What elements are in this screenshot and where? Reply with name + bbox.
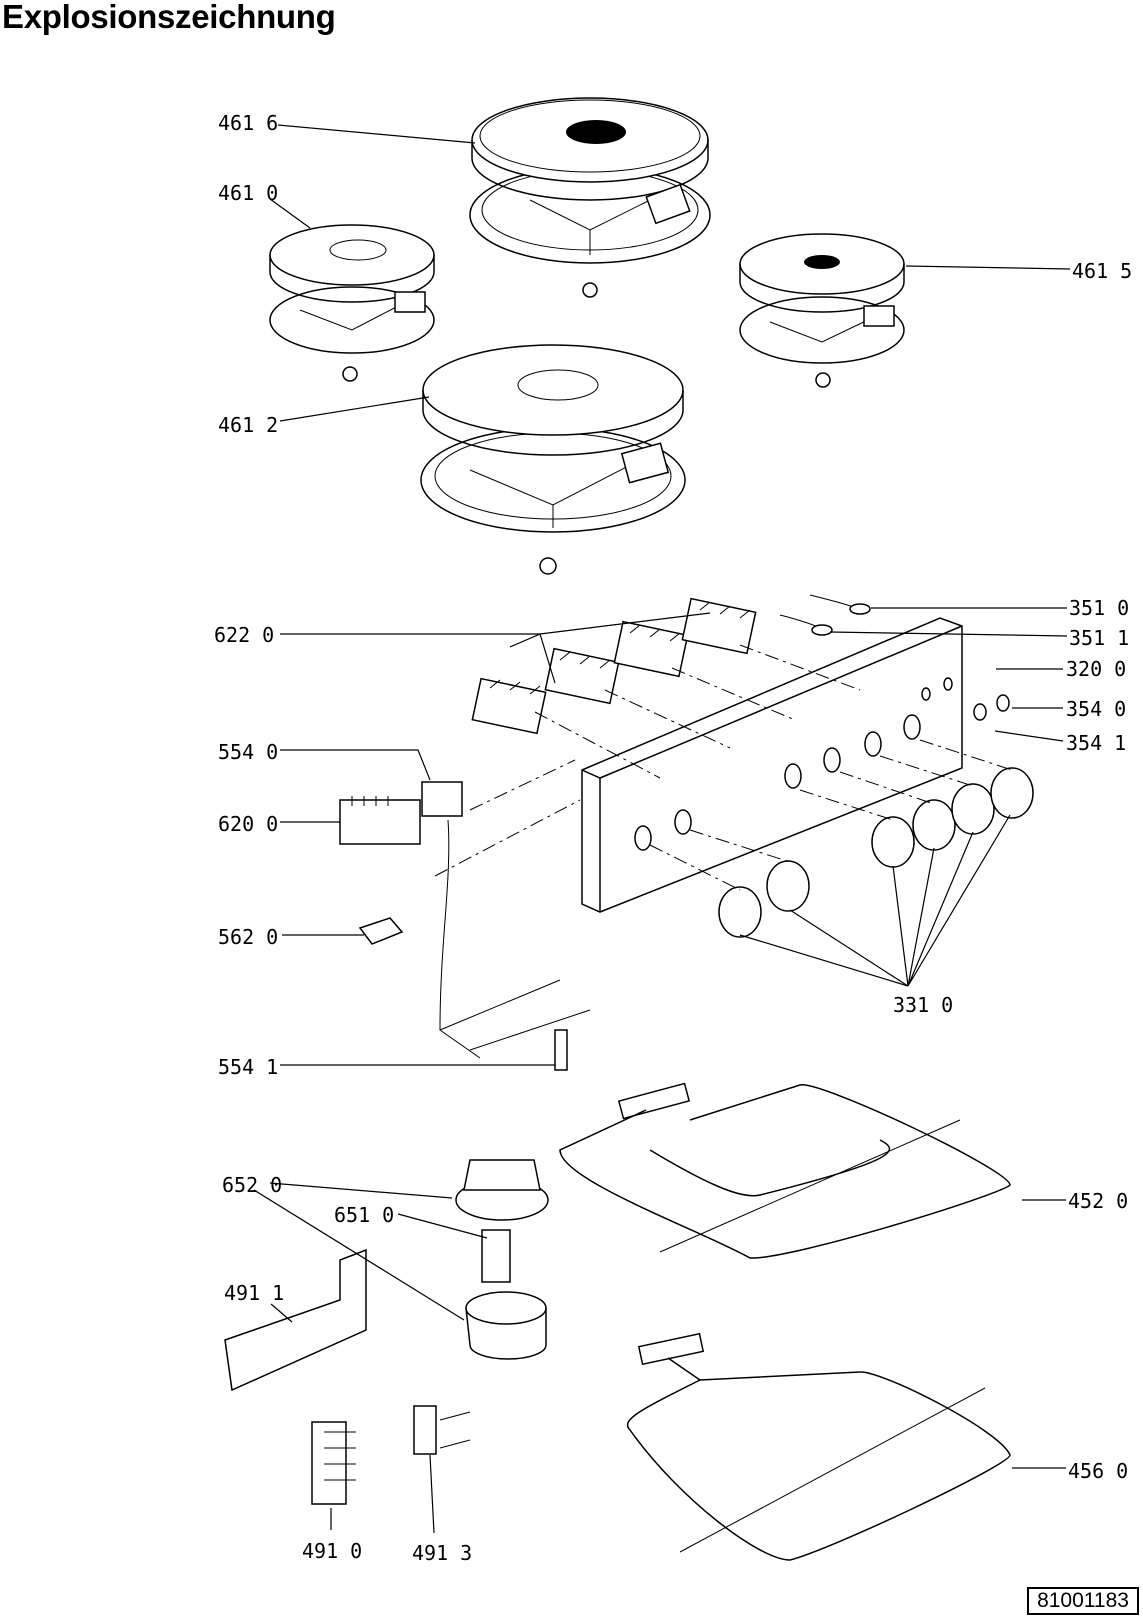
label-4520: 452 0	[1068, 1189, 1128, 1213]
bracket-4911	[224, 1248, 367, 1392]
label-5620: 562 0	[218, 925, 278, 949]
label-3510: 351 0	[1069, 596, 1129, 620]
label-6510: 651 0	[334, 1203, 394, 1227]
part-labels: 461 6 461 0 461 5 461 2 622 0 351 0 351 …	[214, 111, 1132, 1565]
label-3200: 320 0	[1066, 657, 1126, 681]
label-4616: 461 6	[218, 111, 278, 135]
label-6200: 620 0	[218, 812, 278, 836]
oven-thermostat	[339, 781, 591, 1071]
control-panel-3200	[581, 617, 963, 913]
clamp-4913	[413, 1405, 471, 1455]
label-4610: 461 0	[218, 181, 278, 205]
heating-element-4560	[626, 1332, 1011, 1561]
label-4910: 491 0	[302, 1539, 362, 1563]
label-6220: 622 0	[214, 623, 274, 647]
label-5540: 554 0	[218, 740, 278, 764]
page-title: Explosionszeichnung	[2, 0, 336, 35]
heating-element-4520	[559, 1082, 1011, 1259]
document-number-box: 81001183	[1027, 1587, 1139, 1615]
dash-guides	[434, 644, 1013, 891]
leader-lines	[253, 124, 1071, 1534]
label-5541: 554 1	[218, 1055, 278, 1079]
hotplate-4615	[739, 233, 905, 388]
label-6520: 652 0	[222, 1173, 282, 1197]
label-4612: 461 2	[218, 413, 278, 437]
hotplate-4612	[420, 344, 686, 575]
label-3540: 354 0	[1066, 697, 1126, 721]
label-4615: 461 5	[1072, 259, 1132, 283]
label-3541: 354 1	[1066, 731, 1126, 755]
label-4560: 456 0	[1068, 1459, 1128, 1483]
knobs-3310	[718, 767, 1034, 987]
hotplate-4616	[469, 97, 711, 298]
label-3310: 331 0	[893, 993, 953, 1017]
switches-6220	[471, 597, 757, 735]
label-3511: 351 1	[1069, 626, 1129, 650]
wires-351	[779, 594, 1010, 721]
hotplate-4610	[269, 224, 435, 382]
terminal-block-4910	[311, 1421, 356, 1505]
oven-lamp-assembly	[455, 1159, 549, 1360]
label-4911: 491 1	[224, 1281, 284, 1305]
label-4913: 491 3	[412, 1541, 472, 1565]
